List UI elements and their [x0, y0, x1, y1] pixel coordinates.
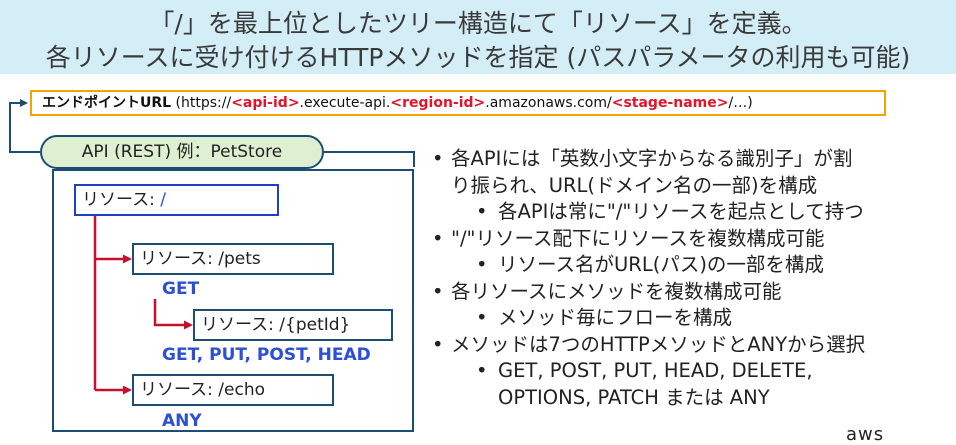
bullet-text: 各APIは常に"/"リソースを起点として持つ — [498, 200, 864, 223]
bullet-item: • 各リソースにメソッドを複数構成可能 — [430, 279, 956, 306]
endpoint-label: エンドポイントURL — [42, 95, 172, 111]
petid-methods: GET, PUT, POST, HEAD — [162, 345, 371, 365]
sub-bullet-item: • メソッド毎にフローを構成 — [430, 305, 956, 332]
resource-petid-box: リソース: /{petId} — [193, 309, 393, 341]
sub-bullet-item: • リソース名がURL(パス)の一部を構成 — [430, 252, 956, 279]
endpoint-region-id: <region-id> — [390, 95, 486, 111]
bullet-dot-icon: • — [476, 359, 488, 382]
resource-pets-box: リソース: /pets — [132, 243, 334, 275]
endpoint-open: (https:// — [171, 95, 232, 111]
endpoint-end: /…) — [728, 95, 753, 111]
bullet-dot-icon: • — [432, 226, 444, 250]
bullet-text: メソッド毎にフローを構成 — [498, 306, 733, 329]
resource-root-box: リソース: / — [74, 184, 279, 216]
api-to-endpoint-connector — [9, 99, 40, 153]
resource-root-path: / — [160, 190, 167, 210]
title-line-1: 「/」を最上位としたツリー構造にて「リソース」を定義。 — [149, 9, 807, 38]
endpoint-mid1: .execute-api. — [299, 95, 391, 111]
title-banner: 「/」を最上位としたツリー構造にて「リソース」を定義。 各リソースに受け付けるH… — [0, 0, 956, 74]
bullet-text: メソッドは7つのHTTPメソッドとANYから選択 — [451, 332, 866, 356]
aws-logo: aws — [846, 424, 885, 445]
endpoint-url-box: エンドポイントURL (https://<api-id>.execute-api… — [30, 90, 886, 116]
sub-bullet-item: OPTIONS, PATCH または ANY — [430, 385, 956, 412]
bullet-text: リソース名がURL(パス)の一部を構成 — [498, 253, 824, 276]
bullet-item: り振られ、URL(ドメイン名の一部)を構成 — [430, 173, 956, 200]
bullet-item: • 各APIには「英数小文字からなる識別子」が割 — [430, 146, 956, 173]
endpoint-mid2: .amazonaws.com/ — [485, 95, 612, 111]
bullet-text: GET, POST, PUT, HEAD, DELETE, — [498, 359, 813, 382]
bullet-text: り振られ、URL(ドメイン名の一部)を構成 — [451, 173, 818, 197]
echo-methods: ANY — [162, 411, 202, 431]
bullet-text: 各リソースにメソッドを複数構成可能 — [451, 279, 782, 303]
bullet-text: "/"リソース配下にリソースを複数構成可能 — [451, 226, 825, 250]
endpoint-stage-name: <stage-name> — [611, 95, 729, 111]
sub-bullet-item: • GET, POST, PUT, HEAD, DELETE, — [430, 358, 956, 385]
bullet-dot-icon: • — [432, 147, 444, 170]
bullet-item: • メソッドは7つのHTTPメソッドとANYから選択 — [430, 332, 956, 359]
tree-branch-petid — [153, 299, 193, 330]
bullet-item: • "/"リソース配下にリソースを複数構成可能 — [430, 226, 956, 253]
title-line-2: 各リソースに受け付けるHTTPメソッドを指定 (パスパラメータの利用も可能) — [45, 43, 911, 72]
bullet-dot-icon: • — [476, 253, 488, 276]
bullet-dot-icon: • — [476, 200, 488, 223]
api-to-bullets-bracket — [324, 151, 415, 167]
bullet-dot-icon: • — [476, 306, 488, 329]
resource-root-prefix: リソース: — [82, 190, 161, 210]
bullet-dot-icon: • — [432, 279, 444, 303]
endpoint-api-id: <api-id> — [231, 95, 300, 111]
bullet-dot-icon: • — [432, 332, 444, 356]
resource-echo-box: リソース: /echo — [132, 374, 334, 406]
bullet-text: 各APIには「英数小文字からなる識別子」が割 — [451, 147, 853, 170]
bullet-text: OPTIONS, PATCH または ANY — [498, 385, 770, 409]
pets-methods: GET — [162, 279, 200, 299]
api-container-frame — [52, 169, 414, 432]
api-name-pill: API (REST) 例：PetStore — [40, 135, 324, 169]
bullet-list: • 各APIには「英数小文字からなる識別子」が割り振られ、URL(ドメイン名の一部… — [430, 146, 956, 411]
sub-bullet-item: • 各APIは常に"/"リソースを起点として持つ — [430, 199, 956, 226]
